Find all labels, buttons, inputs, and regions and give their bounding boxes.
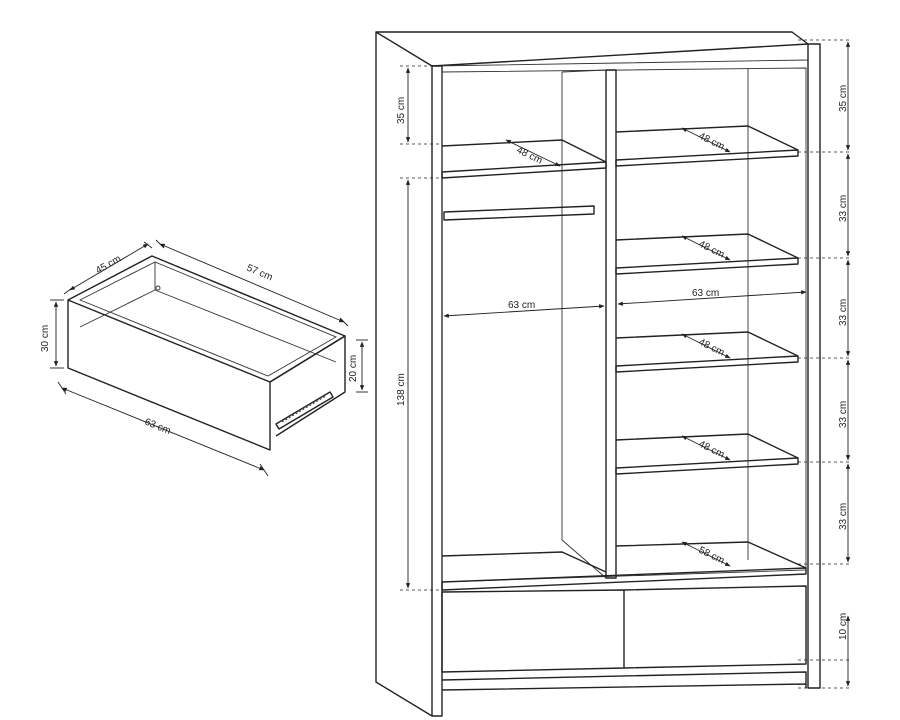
right-height-2-label: 33 cm xyxy=(838,195,849,222)
wardrobe-back-panel xyxy=(441,67,807,583)
right-shelf-1 xyxy=(615,125,799,167)
right-shelf-3 xyxy=(615,331,799,373)
wardrobe-illustration: 48 cm 48 cm 48 cm 48 cm 48 cm 58 cm 63 c… xyxy=(375,31,852,717)
drawer-inner-edges xyxy=(78,261,338,377)
right-height-1-label: 35 cm xyxy=(838,85,849,112)
drawer-front-left xyxy=(441,589,625,673)
top-section-height-label: 35 cm xyxy=(396,97,407,124)
left-shelf-depth-label: 48 cm xyxy=(515,145,544,167)
base-depth-label: 58 cm xyxy=(697,545,726,567)
wardrobe-plinth xyxy=(441,671,807,691)
right-shelf-4 xyxy=(615,433,799,475)
right-shelf-3-depth-label: 48 cm xyxy=(697,337,726,359)
drawer-front-width-label: 63 cm xyxy=(143,417,172,437)
right-height-5-label: 33 cm xyxy=(838,503,849,530)
drawer-height-label: 30 cm xyxy=(40,325,51,352)
right-shelf-1-depth-label: 48 cm xyxy=(697,131,726,153)
hanging-height-label: 138 cm xyxy=(396,373,407,406)
right-height-3-label: 33 cm xyxy=(838,299,849,326)
drawer-front-panel xyxy=(67,299,271,451)
drawer-right-side xyxy=(269,335,346,437)
left-compartment-width-label: 63 cm xyxy=(508,300,535,311)
right-shelf-2 xyxy=(615,233,799,275)
wardrobe-middle-divider xyxy=(605,69,617,579)
wardrobe-top-panel xyxy=(376,31,809,67)
right-shelf-2-depth-label: 48 cm xyxy=(697,239,726,261)
bottom-base-shelf xyxy=(441,541,807,591)
drawer-handle-hole xyxy=(155,285,161,291)
right-compartment-width-label: 63 cm xyxy=(692,288,719,299)
drawer-top-rim xyxy=(67,255,346,383)
drawer-illustration: 45 cm 57 cm 30 cm 20 cm 63 cm xyxy=(40,239,368,477)
hanging-rail xyxy=(443,205,595,221)
drawer-front-right xyxy=(623,585,807,669)
right-height-6-label: 10 cm xyxy=(838,613,849,640)
right-shelf-4-depth-label: 48 cm xyxy=(697,439,726,461)
wardrobe-front-left-post xyxy=(432,65,443,717)
drawer-side-height-label: 20 cm xyxy=(348,355,359,382)
drawer-slide-rail xyxy=(275,391,334,430)
right-height-4-label: 33 cm xyxy=(838,401,849,428)
wardrobe-right-side-panel xyxy=(807,43,821,689)
drawer-length-label: 57 cm xyxy=(245,263,274,284)
